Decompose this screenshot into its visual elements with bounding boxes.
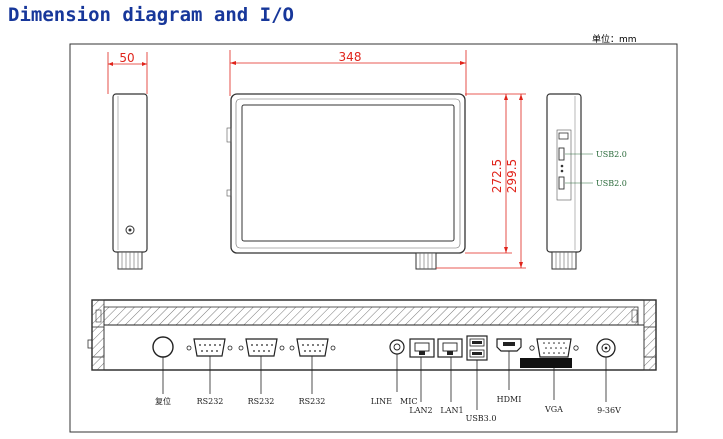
port-label-mic: MIC — [400, 397, 417, 406]
dim-inner-height: 272.5 — [490, 159, 504, 193]
port-label-lan1: LAN1 — [440, 406, 463, 415]
port-label-vga: VGA — [544, 405, 563, 414]
port-label-usb30: USB3.0 — [466, 414, 497, 423]
lan-port-icon — [409, 338, 435, 402]
lan-port-icon — [437, 338, 463, 402]
port-label-power: 9-36V — [597, 406, 621, 415]
port-label-rs232-2: RS232 — [248, 397, 275, 406]
port-label-line: LINE — [371, 397, 392, 406]
power-jack-icon — [596, 338, 616, 402]
dim-side-width: 50 — [119, 51, 134, 65]
port-label-rs232-3: RS232 — [299, 397, 326, 406]
side-view-left: 50 — [107, 51, 148, 270]
dim-outer-height: 299.5 — [505, 159, 519, 193]
port-label-lan2: LAN2 — [409, 406, 432, 415]
rs232-port-icon — [186, 338, 233, 394]
usb-port-icon — [466, 335, 488, 410]
io-panel: 复位 RS232 RS232 RS232 — [87, 299, 657, 423]
hdmi-port-icon — [496, 338, 522, 390]
usb-side-label-1: USB2.0 — [596, 150, 627, 159]
unit-label: 单位：mm — [592, 35, 637, 45]
rs232-port-icon — [289, 338, 336, 394]
front-view: 348 272.5 299.5 — [226, 50, 526, 270]
port-label-reset: 复位 — [155, 396, 171, 406]
side-view-right: USB2.0 USB2.0 — [546, 93, 627, 270]
audio-jack-icon — [389, 339, 405, 355]
page-title: Dimension diagram and I/O — [8, 4, 294, 26]
rs232-port-icon — [238, 338, 285, 394]
reset-button-icon — [152, 336, 174, 358]
usb-side-label-2: USB2.0 — [596, 179, 627, 188]
port-label-rs232-1: RS232 — [197, 397, 224, 406]
vga-port-icon — [529, 338, 579, 400]
dim-front-width: 348 — [339, 50, 362, 64]
port-label-hdmi: HDMI — [497, 395, 522, 404]
diagram-frame — [69, 43, 678, 433]
